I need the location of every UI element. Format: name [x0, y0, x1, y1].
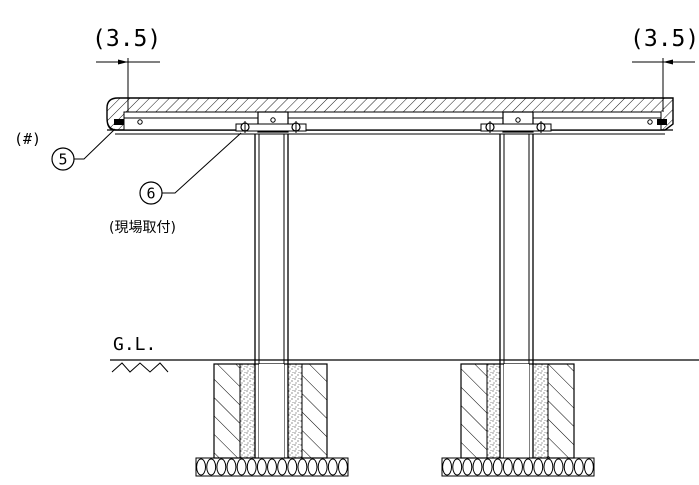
gravel-stone: [216, 458, 227, 476]
gravel-stone: [246, 458, 257, 476]
gravel-stone: [267, 458, 277, 476]
gravel-stone: [297, 458, 308, 476]
hash-label: (#): [14, 130, 41, 148]
right-post-bracket: [480, 111, 552, 133]
gravel-stone: [502, 458, 513, 476]
gravel-stone: [553, 458, 564, 476]
ground-line: G.L.: [110, 334, 699, 373]
gravel-stone: [472, 458, 483, 476]
gravel-stone: [482, 458, 493, 476]
gravel-stone: [442, 458, 453, 476]
gravel-base-left: [195, 457, 349, 477]
gravel-stone: [583, 458, 594, 476]
right-foundation: [460, 363, 575, 459]
ground-line-label: G.L.: [113, 334, 156, 355]
gravel-stone: [317, 458, 328, 476]
dimension-left: (3.5): [92, 26, 161, 112]
dimension-right: (3.5): [630, 26, 699, 112]
top-beam: [106, 97, 674, 135]
gravel-stone: [287, 458, 298, 476]
gravel-stone: [452, 458, 463, 476]
gravel-stone: [226, 458, 237, 476]
gravel-stone: [523, 458, 534, 476]
gravel-stone: [277, 458, 288, 476]
dimension-left-label: (3.5): [92, 26, 161, 52]
gravel-stone: [543, 458, 554, 476]
left-post-bracket: [235, 111, 307, 133]
gravel-stone: [256, 458, 267, 476]
gravel-stone: [337, 458, 348, 476]
callout-6: 6 (現場取付): [109, 132, 242, 236]
gravel-stone: [492, 458, 503, 476]
gravel-base-right: [441, 457, 595, 477]
callout-5-number: 5: [58, 151, 67, 169]
dimension-right-label: (3.5): [630, 26, 699, 52]
left-foundation: [213, 363, 328, 459]
gravel-stone: [563, 458, 574, 476]
callout-6-number: 6: [146, 185, 155, 203]
gravel-stone: [533, 458, 544, 476]
gravel-stone: [196, 458, 207, 476]
gravel-stone: [327, 458, 338, 476]
site-installation-note: (現場取付): [109, 220, 176, 236]
gravel-stone: [462, 458, 473, 476]
gravel-stone: [307, 458, 318, 476]
gravel-stone: [236, 458, 247, 476]
gravel-stone: [573, 458, 584, 476]
gravel-stone: [206, 458, 217, 476]
gravel-stone: [513, 458, 523, 476]
callout-5: (#) 5: [14, 128, 116, 171]
